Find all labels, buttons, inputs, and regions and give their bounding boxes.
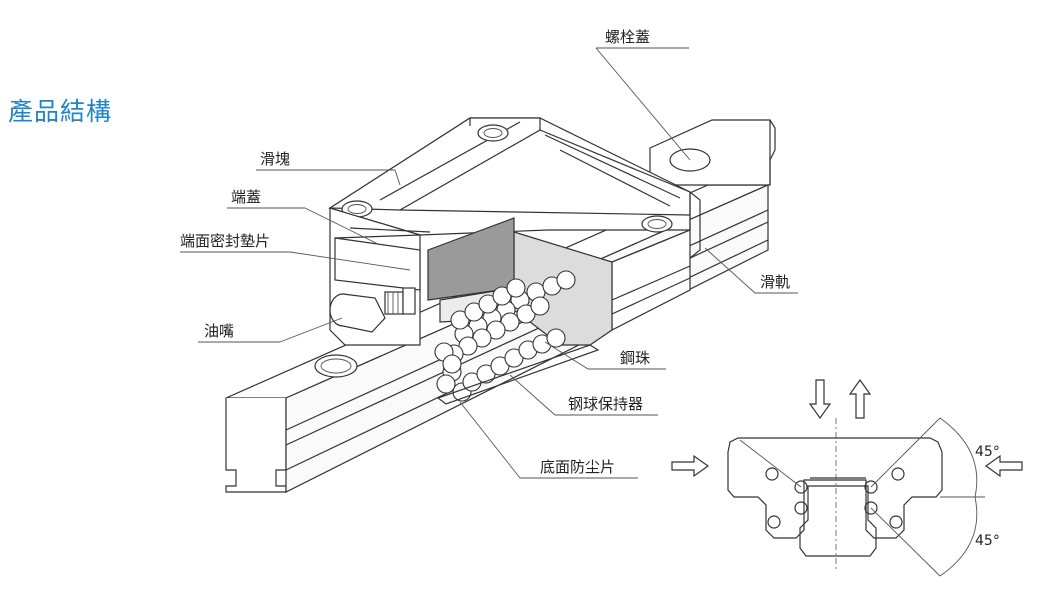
label-bolt-cap: 螺栓蓋 [605,28,650,46]
rail-section [799,485,877,557]
steel-ball [556,270,576,290]
label-bottom-seal: 底面防尘片 [540,458,615,476]
steel-ball [506,278,526,298]
steel-balls [434,270,576,402]
bottom-seal-strip [436,344,600,405]
cross-section: 45° 45° [671,378,1023,577]
label-retainer: 钢球保持器 [568,395,643,413]
steel-ball [546,328,566,348]
label-steel-ball: 鋼珠 [620,349,650,367]
arrow-up-icon [848,378,872,419]
arrow-right-icon [671,454,710,478]
block-body [328,117,701,346]
block-section [727,437,943,539]
guide-assembly [225,117,776,493]
angle-upper: 45° [975,444,1000,460]
steel-ball [436,374,456,394]
grease-nipple-part [329,287,416,333]
label-block: 滑塊 [260,150,290,168]
arrow-down-icon [808,379,832,420]
label-end-seal: 端面密封墊片 [180,232,270,250]
label-end-cap: 端蓋 [231,188,261,206]
page-title: 產品結構 [8,97,113,126]
leader-lines [180,47,798,479]
label-grease-nipple: 油嘴 [204,322,234,340]
label-rail: 滑軌 [760,273,790,291]
arrow-left-icon [984,454,1023,478]
steel-ball [530,296,550,316]
steel-ball [442,354,462,374]
part-labels: 螺栓蓋 滑塊 端蓋 端面密封墊片 油嘴 滑軌 鋼珠 钢球保持器 底面防尘片 [180,28,790,476]
angle-lower: 45° [975,533,1000,549]
